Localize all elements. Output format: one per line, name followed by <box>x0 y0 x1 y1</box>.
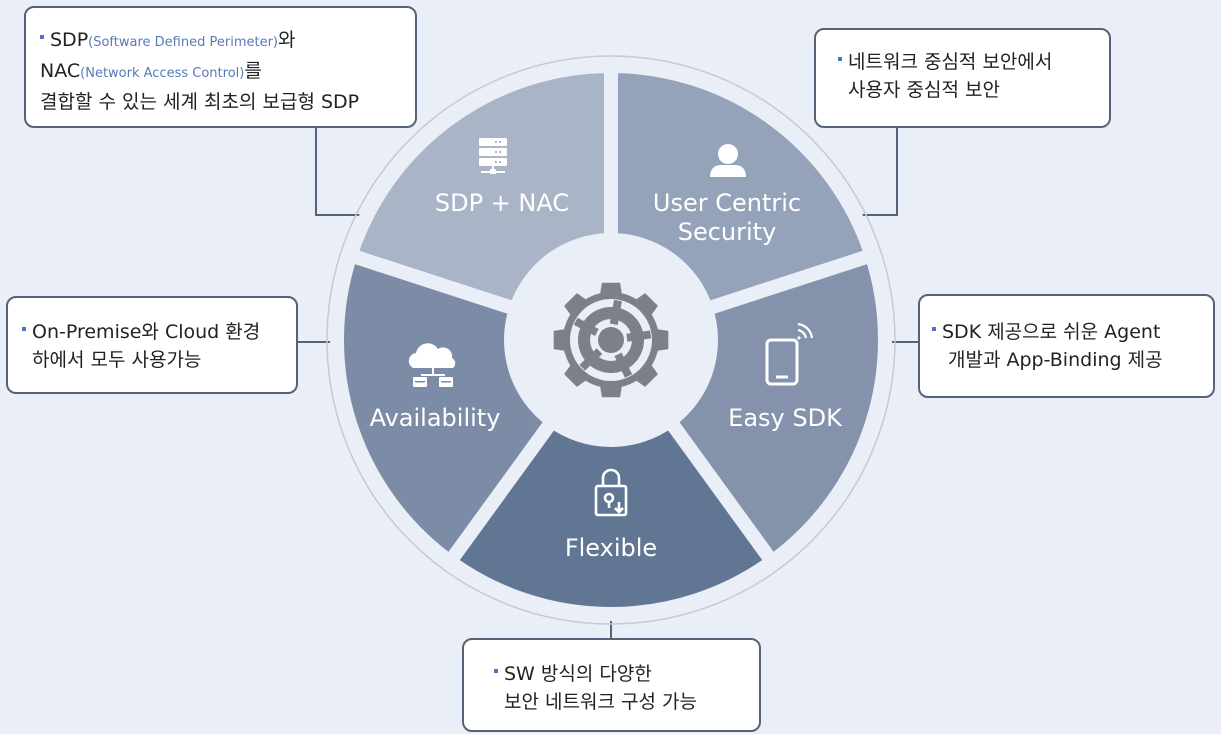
callout-sdp-line3: 결합할 수 있는 세계 최초의 보급형 SDP <box>40 91 360 113</box>
connector-user <box>850 128 898 216</box>
segment-label-user-line1: User Centric <box>653 189 801 217</box>
segment-label-easy-sdk: Easy SDK <box>728 404 843 432</box>
callout-nac-term: NAC <box>40 60 81 82</box>
callout-sdp-line2: NAC(Network Access Control)를 <box>40 57 401 88</box>
gear-spoke <box>626 330 652 342</box>
callout-sdk-line1: SDK 제공으로 쉬운 Agent <box>932 318 1199 346</box>
callout-sdp-end: 와 <box>278 29 296 51</box>
callout-availability-line2: 하에서 모두 사용가능 <box>32 349 202 371</box>
callout-sdk-text1: SDK 제공으로 쉬운 Agent <box>942 321 1161 343</box>
bullet-icon <box>40 34 44 39</box>
callout-sdp-line1: SDP(Software Defined Perimeter)와 <box>40 26 401 57</box>
callout-availability-text1: On-Premise와 Cloud 환경 <box>32 321 261 343</box>
callout-easy-sdk: SDK 제공으로 쉬운 Agent 개발과 App-Binding 제공 <box>918 294 1215 398</box>
mobile-device-icon <box>765 322 814 386</box>
callout-user-text1: 네트워크 중심적 보안에서 <box>848 51 1053 73</box>
callout-sdp-paren: (Software Defined Perimeter) <box>88 35 278 50</box>
connector-sdp <box>315 128 368 216</box>
gear-icon <box>553 282 669 398</box>
callout-sdk-line2: 개발과 App-Binding 제공 <box>948 349 1163 371</box>
callout-nac-paren: (Network Access Control) <box>80 66 245 81</box>
callout-availability: On-Premise와 Cloud 환경 하에서 모두 사용가능 <box>6 296 298 394</box>
segment-label-flexible: Flexible <box>565 534 657 562</box>
bullet-icon <box>932 326 936 331</box>
callout-flexible-line2: 보안 네트워크 구성 가능 <box>504 691 697 713</box>
cloud-network-icon <box>408 343 456 387</box>
callout-flexible-line1: SW 방식의 다양한 <box>494 660 745 688</box>
callout-user-centric: 네트워크 중심적 보안에서 사용자 중심적 보안 <box>814 28 1111 128</box>
lock-download-icon <box>594 468 628 517</box>
callout-user-line1: 네트워크 중심적 보안에서 <box>838 48 1095 76</box>
callout-flexible-text1: SW 방식의 다양한 <box>504 663 652 685</box>
gear-spoke <box>614 352 633 378</box>
outer-ring <box>326 55 896 625</box>
user-icon <box>710 144 746 177</box>
segment-label-user-line2: Security <box>678 218 777 246</box>
callout-sdp: SDP(Software Defined Perimeter)와 NAC(Net… <box>24 6 417 128</box>
callout-nac-end: 를 <box>244 60 262 82</box>
segment-label-sdp-nac: SDP + NAC <box>435 189 569 217</box>
gear-spoke <box>573 317 599 337</box>
callout-user-line2: 사용자 중심적 보안 <box>848 79 1000 101</box>
bullet-icon <box>22 326 26 331</box>
bullet-icon <box>494 668 498 673</box>
callout-availability-line1: On-Premise와 Cloud 환경 <box>22 318 282 346</box>
segment-label-availability: Availability <box>370 404 501 432</box>
callout-flexible: SW 방식의 다양한 보안 네트워크 구성 가능 <box>462 638 761 732</box>
server-rack-icon <box>479 138 507 174</box>
gear-spoke <box>609 299 622 325</box>
gear-spoke <box>579 348 603 371</box>
bullet-icon <box>838 56 842 61</box>
callout-sdp-term: SDP <box>50 29 89 51</box>
